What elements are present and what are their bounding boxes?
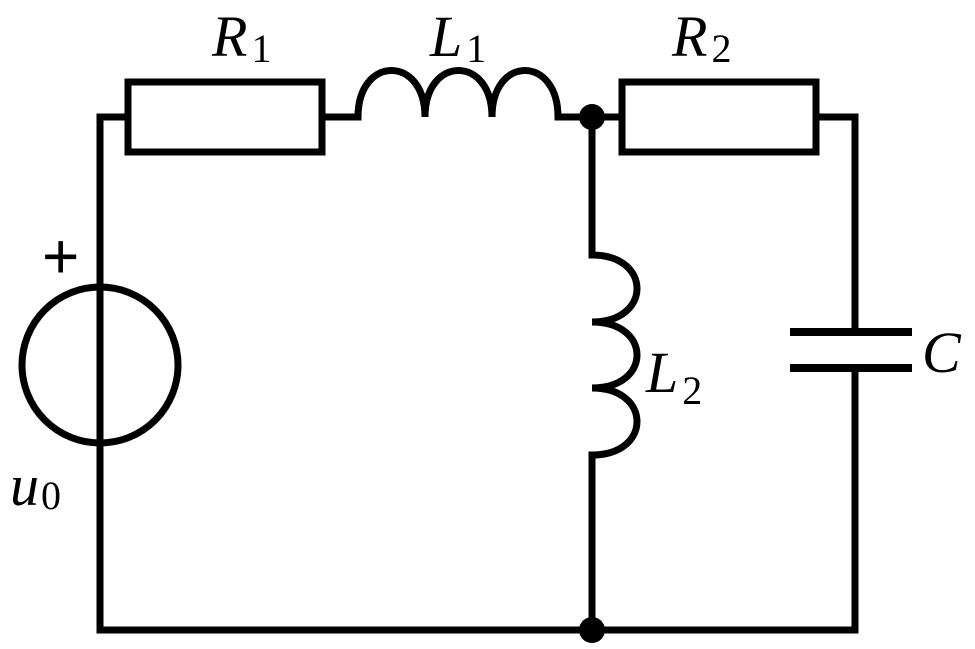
label-c: C xyxy=(922,320,962,385)
voltage-source xyxy=(18,283,182,447)
label-u0: u0 xyxy=(10,453,61,518)
resistor-r2 xyxy=(618,78,820,156)
inductor-l2 xyxy=(588,251,641,459)
resistor-r1 xyxy=(124,78,326,156)
inductor-l1 xyxy=(354,67,562,121)
wires xyxy=(96,113,859,634)
polarity-plus: + xyxy=(42,220,79,292)
wire-r2-right xyxy=(812,113,859,336)
junction-node-bottom xyxy=(579,617,605,643)
junction-node-top xyxy=(579,104,605,130)
